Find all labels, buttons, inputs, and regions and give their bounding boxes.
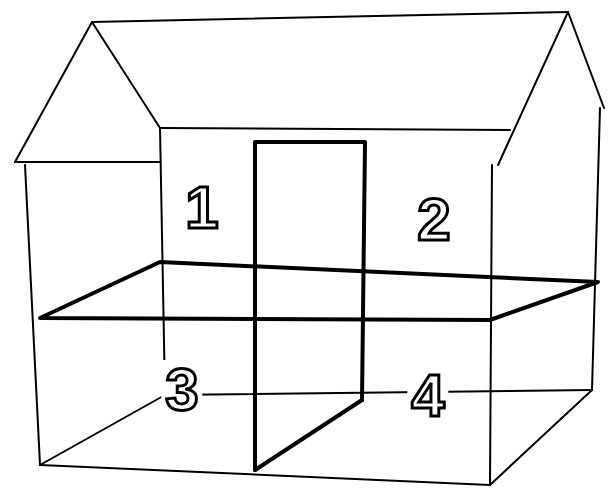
wall-top [160,128,510,130]
roof-ridge [92,12,568,22]
back-floor-edge [165,390,592,395]
left-wall [25,165,40,465]
front-right-wall [490,165,492,485]
right-gable-back [568,12,604,108]
room-number: 4 [407,366,448,426]
right-floor-edge [490,390,592,485]
partition-floor [255,400,362,470]
left-floor-edge [40,395,165,465]
right-gable-front [498,12,568,165]
front-floor-edge [40,465,490,485]
middle-floor [40,262,598,320]
room-number: 2 [413,190,454,250]
room-number: 3 [161,360,202,420]
left-gable [15,22,160,162]
partition-wall [255,142,365,470]
left-eave [15,161,160,163]
right-wall [592,108,600,390]
room-number: 1 [181,178,222,238]
